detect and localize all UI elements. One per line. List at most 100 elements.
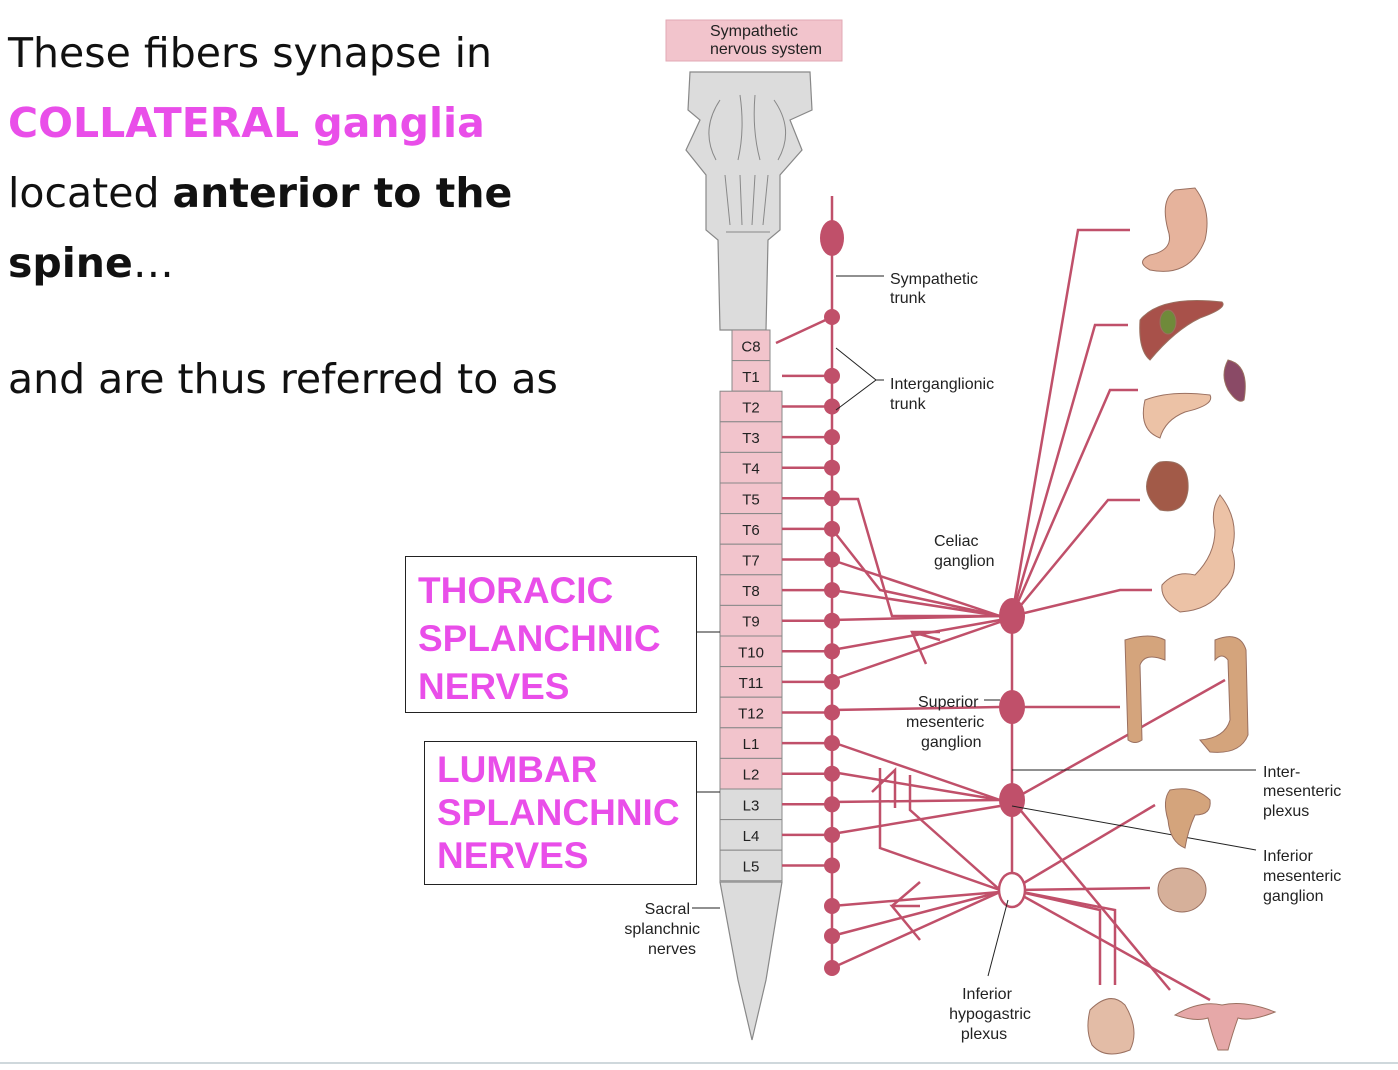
thoracic-line-2: SPLANCHNIC	[418, 618, 661, 659]
trunk-ganglion-l5	[824, 857, 840, 874]
brainstem	[685, 71, 813, 331]
segment-label-t1: T1	[742, 369, 760, 386]
heading-line-5: and are thus referred to as	[8, 355, 558, 403]
header-box	[665, 19, 843, 62]
pancreas-icon	[1142, 392, 1212, 439]
sacral-label-1: Sacral	[645, 901, 690, 918]
superior-mesenteric-label-3: ganglion	[921, 734, 982, 751]
superior-mesenteric-label-2: mesenteric	[906, 714, 984, 731]
inferior-mesenteric-label-1: Inferior	[1263, 848, 1313, 865]
branch-kidney	[1011, 498, 1140, 617]
segment-label-t11: T11	[739, 675, 764, 692]
splanchnic-t8	[831, 588, 1001, 618]
trunk-ganglion-t2	[824, 398, 840, 415]
kidney-icon	[1146, 461, 1189, 512]
segment-label-c8: C8	[741, 338, 760, 355]
segment-label-t6: T6	[742, 522, 760, 539]
trunk-ganglion-t5	[824, 490, 840, 507]
sacral-label-2: splanchnic	[624, 921, 700, 938]
superior-mesenteric-ganglion-node	[999, 690, 1025, 724]
segment-label-l2: L2	[743, 767, 760, 784]
lumbar-descending-b	[908, 775, 1001, 891]
lumbar-bracket	[871, 767, 897, 808]
sacral-ganglion-1	[824, 898, 840, 914]
segment-c8	[731, 329, 771, 362]
trunk-ganglion-l4	[824, 826, 840, 843]
segment-label-t4: T4	[742, 461, 760, 478]
trunk-ganglion-t9	[824, 612, 840, 629]
sacral-bracket-b	[891, 881, 921, 907]
organ-illustrations	[1087, 187, 1277, 1055]
rectum-icon	[1164, 788, 1211, 849]
thoracic-line-3: NERVES	[418, 666, 570, 707]
trunk-ganglion-l2	[824, 765, 840, 782]
segment-label-l5: L5	[743, 859, 760, 876]
segment-label-t10: T10	[738, 644, 764, 661]
segment-t6	[719, 513, 783, 545]
hypogastric-label-3: plexus	[961, 1026, 1007, 1043]
trunk-ganglion-top	[824, 309, 840, 325]
colon-icon	[1124, 635, 1249, 753]
cord-tail	[719, 881, 783, 1041]
segment-label-l1: L1	[743, 736, 760, 753]
hypogastric-label-1: Inferior	[962, 986, 1012, 1003]
segment-t9	[719, 604, 783, 637]
splanchnic-t9	[831, 614, 1001, 622]
hypogastric-label-2: hypogastric	[949, 1006, 1031, 1023]
heading-line-3-bold: anterior to the	[172, 169, 513, 217]
trunk-ganglion-t11	[824, 673, 840, 690]
segment-label-t2: T2	[742, 400, 760, 417]
segment-label-t12: T12	[738, 706, 764, 723]
trunk-ganglion-t7	[824, 551, 840, 568]
intermesenteric-label-1: Inter-	[1263, 764, 1300, 781]
branch-uterus	[1011, 888, 1211, 1002]
trunk-ganglion-t1	[824, 367, 840, 384]
splanchnic-t11	[831, 620, 1001, 682]
greater-splanchnic-a	[832, 497, 1000, 618]
heading-line-1: These fibers synapse in	[8, 29, 492, 77]
segment-t1	[731, 360, 771, 392]
interganglionic-trunk-label-1: Interganglionic	[890, 376, 994, 393]
leader-lines	[692, 275, 1257, 977]
heading-line-4-tail: …	[132, 239, 174, 287]
segment-t8	[719, 574, 783, 606]
celiac-ganglion-label-2: ganglion	[934, 553, 995, 570]
lumbar-splanchnic-l4	[831, 804, 1001, 836]
bladder-icon	[1157, 867, 1207, 913]
male-reproductive-icon	[1087, 998, 1135, 1055]
segment-t5	[719, 482, 783, 515]
lumbar-line-3: NERVES	[437, 835, 589, 876]
trunk-ganglion-t12	[824, 704, 840, 721]
branch-pancreas	[1010, 388, 1138, 617]
stomach-icon	[1142, 187, 1208, 272]
sympathetic-trunk-label-2: trunk	[890, 290, 927, 307]
segment-t4	[719, 451, 783, 484]
thoracic-line-1: THORACIC	[418, 570, 614, 611]
spleen-icon	[1223, 359, 1246, 402]
inferior-mesenteric-label-3: ganglion	[1263, 888, 1324, 905]
nerve-network	[775, 196, 1226, 1002]
segment-t12	[719, 696, 783, 729]
trunk-ganglion-t4	[824, 459, 840, 476]
sympathetic-trunk-label-1: Sympathetic	[890, 271, 978, 288]
segment-label-t9: T9	[742, 614, 760, 631]
branch-bladder	[1011, 886, 1151, 892]
inferior-hypogastric-plexus-node	[997, 871, 1027, 909]
small-intestine-icon	[1161, 494, 1235, 613]
sacral-splanchnic-3	[831, 890, 1001, 970]
segment-label-t7: T7	[742, 553, 760, 570]
header-line-1: Sympathetic	[710, 23, 798, 40]
segment-label-t3: T3	[742, 430, 760, 447]
celiac-ganglion-label-1: Celiac	[934, 533, 978, 550]
trunk-ganglion-l1	[824, 735, 840, 752]
segment-label-l4: L4	[743, 828, 760, 845]
segment-t7	[719, 543, 783, 576]
greater-splanchnic-b	[831, 528, 1001, 618]
segment-label-t8: T8	[742, 583, 760, 600]
lumbar-splanchnic-l3	[831, 798, 1001, 804]
lumbar-splanchnic-l2	[831, 770, 1001, 802]
brainstem-detail	[708, 94, 787, 233]
heading-line-3: located anterior to the	[8, 158, 648, 228]
